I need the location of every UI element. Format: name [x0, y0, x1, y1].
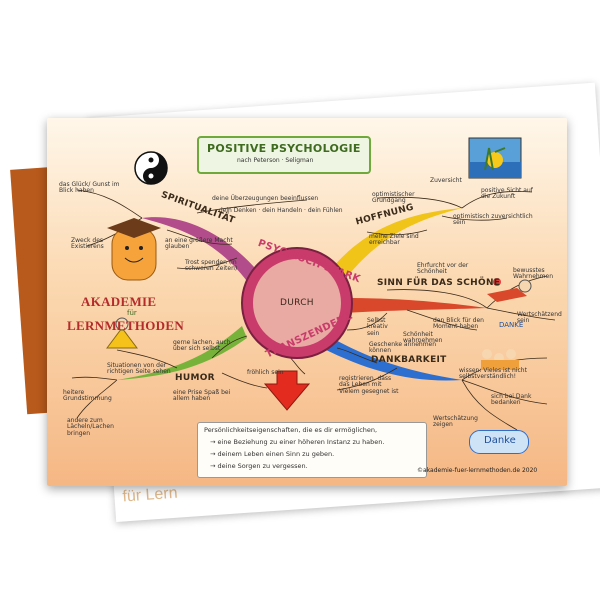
banner-subtitle: nach Peterson · Seligman	[237, 157, 314, 164]
mascot-icon	[107, 218, 161, 281]
summary-line2: → eine Beziehung zu einer höheren Instan…	[210, 438, 385, 446]
note-bewusstes: bewusstes Wahrnehmen	[513, 267, 554, 281]
dancer-icon	[106, 317, 138, 349]
branch-label-sinn: SINN FÜR DAS SCHÖNE	[377, 278, 501, 288]
note-trost: Trost spenden (in schweren Zeiten)	[185, 259, 238, 273]
note-sich-bei: sich bei Dank bedanken	[491, 393, 532, 407]
danke-sign: DANKE	[499, 321, 524, 329]
note-prise: eine Prise Spaß bei allem haben	[173, 389, 231, 403]
logo-line3: LERNMETHODEN	[67, 318, 185, 333]
title-banner: POSITIVE PSYCHOLOGIE nach Peterson · Sel…	[197, 136, 371, 174]
note-schoenheit-wahrnehmen: Schönheit wahrnehmen	[403, 331, 443, 345]
summary-line1: Persönlichkeitseigenschaften, die es dir…	[204, 426, 378, 434]
note-glueck: das Glück/ Gunst im Blick haben	[59, 181, 120, 195]
note-registrieren: registrieren, dass das Leben mit Vielem …	[339, 375, 399, 395]
woman-flowers-icon	[487, 278, 532, 302]
summary-box: Persönlichkeitseigenschaften, die es dir…	[197, 422, 427, 478]
note-optimistisch-sein: optimistisch zuversichtlich sein	[453, 213, 533, 227]
note-optimistischer: optimistischer Grundgang	[372, 191, 415, 205]
note-situationen: Situationen von der richtigen Seite sehe…	[107, 362, 171, 376]
note-heitere: heitere Grundstimmung	[63, 389, 112, 403]
branch-lines	[71, 137, 556, 431]
copyright: ©akademie-fuer-lernmethoden.de 2020	[417, 467, 538, 474]
note-ziele: meine Ziele sind erreichbar	[369, 233, 419, 247]
note-froehlich: fröhlich sein	[247, 369, 284, 376]
yin-yang-icon	[134, 151, 168, 185]
branch-label-dankbarkeit: DANKBARKEIT	[371, 355, 447, 365]
note-ueberzeugungen: deine Überzeugungen beeinflussen	[212, 195, 319, 202]
down-arrow	[263, 370, 311, 411]
note-positive-sicht: positive Sicht auf die Zukunft	[481, 187, 533, 201]
sunset-picture-icon	[468, 137, 522, 179]
note-geschenke: Geschenke annehmen können	[369, 341, 437, 355]
logo-line2: für	[127, 309, 137, 317]
logo-line1: AKADEMIE	[81, 294, 157, 309]
branch-humor	[117, 326, 247, 380]
note-wertschaetzung: Wertschätzung zeigen	[433, 415, 478, 429]
note-zweck: Zweck des Existierens	[71, 237, 104, 251]
note-denken: · dein Denken · dein Handeln · dein Fühl…	[215, 207, 343, 214]
note-selbst: Selbst kreativ sein	[367, 317, 388, 337]
danke-badge: Danke	[469, 430, 529, 454]
note-wissen: wissen: Vieles ist nicht selbstverständl…	[459, 367, 527, 381]
branch-label-humor: HUMOR	[175, 373, 215, 383]
group-people-icon	[481, 349, 519, 370]
note-blick: den Blick für den Moment haben	[433, 317, 484, 331]
summary-line3: → deinem Leben einen Sinn zu geben.	[210, 450, 335, 458]
danke-badge-label: Danke	[484, 435, 516, 446]
note-wertschaetzend: Wertschätzend sein	[517, 311, 562, 325]
mindmap-poster: POSITIVE PSYCHOLOGIE nach Peterson · Sel…	[47, 118, 567, 486]
back-card-text: für Lern	[121, 484, 179, 506]
note-hoehere-macht: an eine größere Macht glauben	[165, 237, 233, 251]
center-middle-text: DURCH	[280, 298, 314, 308]
banner-title: POSITIVE PSYCHOLOGIE	[207, 142, 361, 155]
note-gerne-lachen: gerne lachen, auch über sich selbst	[173, 339, 231, 353]
note-zuversicht: Zuversicht	[430, 177, 462, 184]
note-andere: andere zum Lächeln/Lachen bringen	[67, 417, 114, 437]
note-ehrfurcht: Ehrfurcht vor der Schönheit	[417, 262, 469, 276]
branch-sinn	[342, 298, 487, 313]
summary-line4: → deine Sorgen zu vergessen.	[210, 462, 308, 470]
